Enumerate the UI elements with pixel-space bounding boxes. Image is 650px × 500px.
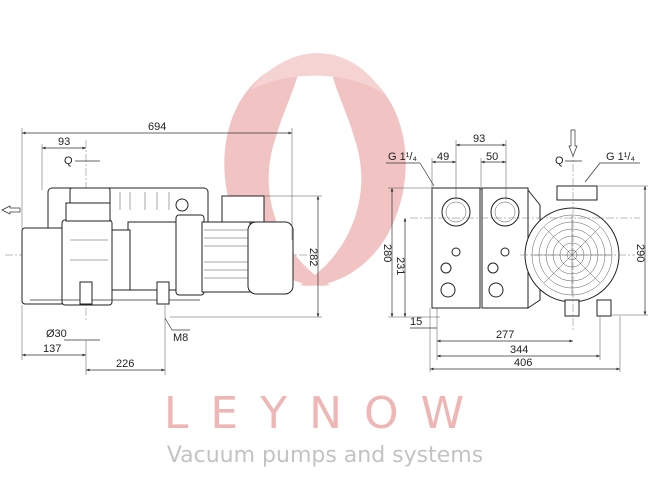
dim-93-end: 93	[473, 133, 485, 145]
dim-277: 277	[496, 329, 514, 341]
dim-280: 280	[381, 244, 393, 262]
dim-282: 282	[307, 248, 319, 266]
dim-137: 137	[43, 343, 61, 355]
dim-694: 694	[148, 121, 166, 133]
outlet-arrow-icon	[1, 205, 21, 215]
dim-93-side: 93	[58, 136, 70, 148]
dim-344: 344	[510, 344, 528, 356]
dim-shaft-diameter: Ø30	[46, 328, 67, 340]
m8-label: M8	[173, 332, 188, 344]
dim-231: 231	[394, 257, 406, 275]
watermark-tagline: Vacuum pumps and systems	[167, 443, 483, 468]
dim-290: 290	[634, 244, 646, 262]
end-view: 93 49 50 G 1¹/₄ Q G 1¹/₄ 280 231 290 15 …	[381, 129, 648, 372]
port-thread-left: G 1¹/₄	[388, 151, 417, 163]
dim-15: 15	[410, 316, 422, 328]
dim-49: 49	[437, 151, 449, 163]
q-label-side: Q	[64, 155, 73, 167]
watermark-brand: LEYNOW	[164, 388, 486, 439]
side-view: 694 93 Q 282 Ø30 137 M8 226	[1, 121, 322, 375]
inlet-arrow-icon	[568, 129, 578, 157]
port-thread-right: G 1¹/₄	[606, 151, 635, 163]
dim-50: 50	[486, 151, 498, 163]
dim-406: 406	[514, 357, 532, 369]
dim-226: 226	[116, 358, 134, 370]
q-label-end: Q	[555, 155, 564, 167]
